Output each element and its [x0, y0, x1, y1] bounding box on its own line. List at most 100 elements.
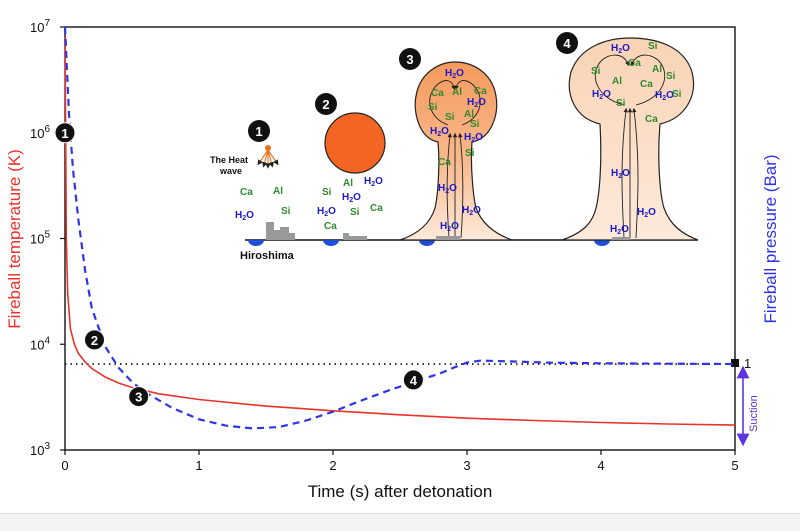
species-water: H2O: [440, 221, 459, 233]
mushroom-cloud: [399, 61, 513, 241]
species-water: H2O: [467, 97, 486, 109]
species-water: H2O: [364, 176, 383, 188]
species-si: Si: [428, 102, 438, 113]
stage-badge-number: 4: [563, 36, 571, 51]
stage-badge: [248, 120, 270, 142]
heat-wave-label: The Heat: [210, 155, 248, 165]
species-si: Si: [445, 112, 455, 123]
species-si: Si: [322, 187, 332, 198]
x-tick-label: 1: [195, 458, 202, 473]
suction-indicator: Suction: [736, 365, 760, 447]
stage-marker-number: 1: [61, 126, 68, 141]
right-axis-pressure-tick: 1: [731, 356, 751, 371]
stage-marker-number: 3: [135, 390, 142, 405]
species-ca: Ca: [240, 187, 253, 198]
page-footer-strip: [0, 513, 800, 531]
x-tick-label: 3: [463, 458, 470, 473]
chart-stage-markers: 1 2 3 4: [54, 122, 424, 408]
stage-marker-badge: [83, 329, 105, 351]
y-tick-label: 103: [30, 441, 50, 458]
y-tick-label: 104: [30, 335, 50, 352]
heat-wave-icon: [257, 144, 279, 169]
y-axis-left-title: Fireball temperature (K): [5, 149, 24, 329]
x-tick-label: 4: [597, 458, 604, 473]
stage-marker-number: 2: [91, 333, 98, 348]
species-water: H2O: [611, 43, 630, 55]
y-tick-label: 105: [30, 230, 50, 247]
stage-4-mushroom-cloud: 4 H2O Si Ca Si Al Al Si Ca H2O H2O Si Si…: [556, 32, 699, 241]
stage-marker-badge: [54, 122, 76, 144]
right-tick-marker: [731, 359, 739, 367]
species-water: H2O: [637, 207, 656, 219]
species-si: Si: [591, 66, 601, 77]
species-water: H2O: [611, 168, 630, 180]
stage-marker-number: 4: [410, 373, 418, 388]
stage-badge: [315, 93, 337, 115]
species-al: Al: [464, 109, 474, 120]
species-si: Si: [672, 89, 682, 100]
ground-patch: [419, 240, 435, 246]
species-water: H2O: [462, 205, 481, 217]
x-tick-label: 2: [329, 458, 336, 473]
species-water: H2O: [592, 89, 611, 101]
stage-2-fireball: 2 Al Si H2O H2O H2O Si Ca Ca: [315, 93, 386, 240]
species-water: H2O: [464, 132, 483, 144]
fireball-evolution-inset: 1 The Heat wave Ca Al Si H2O Hiroshima: [210, 32, 699, 262]
species-si: Si: [465, 148, 475, 159]
stage-marker-badge: [402, 369, 424, 391]
suction-label: Suction: [748, 395, 760, 432]
fireball: [324, 112, 386, 174]
species-ca: Ca: [438, 157, 451, 168]
city-buildings: [266, 222, 295, 240]
species-water: H2O: [438, 183, 457, 195]
city-buildings: [436, 236, 460, 240]
y-tick-label: 106: [30, 124, 50, 141]
location-label: Hiroshima: [240, 250, 295, 262]
species-si: Si: [648, 41, 658, 52]
stage-badge-number: 3: [406, 52, 413, 67]
ground-patch: [323, 240, 339, 246]
species-al: Al: [273, 186, 283, 197]
species-ca: Ca: [431, 88, 444, 99]
species-water: H2O: [610, 224, 629, 236]
species-ca: Ca: [324, 221, 337, 232]
city-buildings: [612, 237, 630, 240]
right-tick-label: 1: [744, 356, 751, 371]
species-water: H2O: [317, 206, 336, 218]
species-ca: Ca: [645, 114, 658, 125]
species-ca: Ca: [370, 203, 383, 214]
species-al: Al: [612, 76, 622, 87]
stage-badge: [556, 32, 578, 54]
x-axis-title: Time (s) after detonation: [308, 482, 493, 501]
species-water: H2O: [342, 192, 361, 204]
temperature-series-line: [64, 37, 736, 426]
ground-patch: [248, 240, 264, 246]
species-si: Si: [470, 119, 480, 130]
species-al: Al: [343, 178, 353, 189]
ground-patch: [594, 240, 610, 246]
species-si: Si: [281, 206, 291, 217]
species-water: H2O: [430, 126, 449, 138]
stage-marker-badge: [128, 386, 150, 408]
species-si: Si: [666, 71, 676, 82]
stage-3-rising-cloud: 3 H2O Ca Al Ca H2O Si Si Al Si H2O H2O S…: [399, 48, 513, 241]
species-si: Si: [616, 98, 626, 109]
heat-wave-label: wave: [219, 166, 242, 176]
stage-badge: [399, 48, 421, 70]
species-al: Al: [652, 64, 662, 75]
species-si: Si: [350, 207, 360, 218]
species-water: H2O: [655, 90, 674, 102]
stage-badge-number: 2: [322, 97, 329, 112]
city-buildings: [343, 233, 367, 240]
stage-badge-number: 1: [255, 124, 262, 139]
y-axis-right-title: Fireball pressure (Bar): [761, 154, 780, 323]
species-ca: Ca: [474, 86, 487, 97]
species-water: H2O: [445, 68, 464, 80]
species-al: Al: [452, 87, 462, 98]
species-water: H2O: [235, 210, 254, 222]
x-tick-label: 5: [731, 458, 738, 473]
stage-1-heat-wave: 1 The Heat wave Ca Al Si H2O Hiroshima: [210, 120, 295, 262]
